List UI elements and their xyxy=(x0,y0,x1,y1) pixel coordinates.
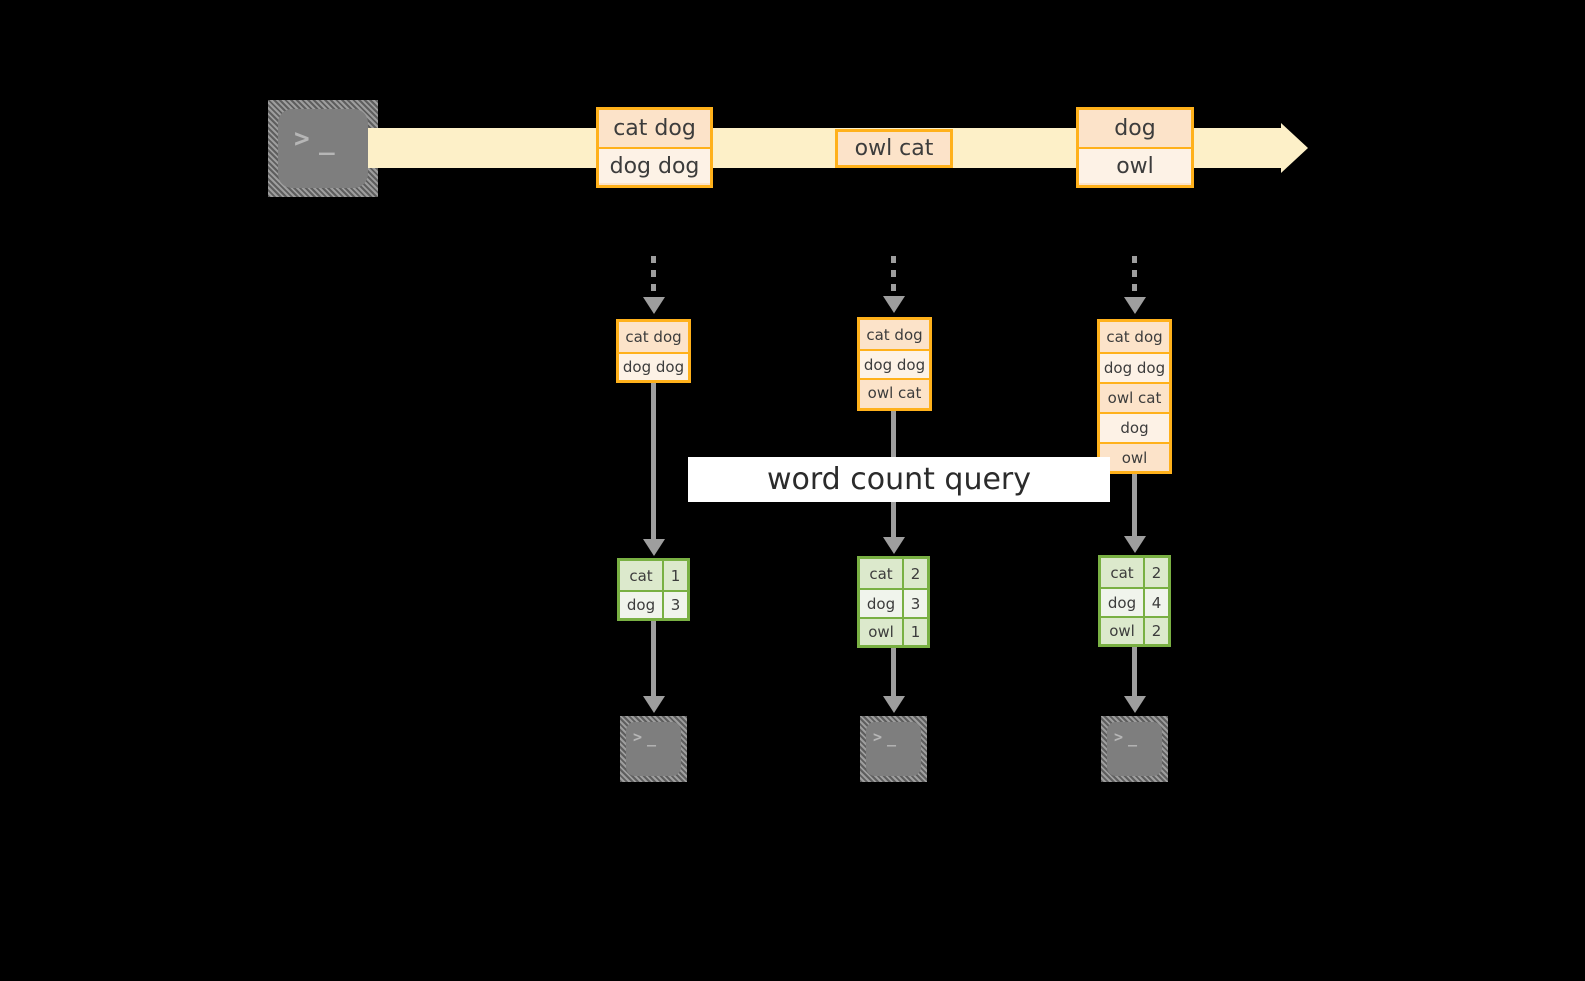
counts-table-3-row-3: owl 2 xyxy=(1101,616,1168,644)
stream-batch-1: cat dog dog dog xyxy=(596,107,713,188)
counts-table-1-count-2: 3 xyxy=(662,592,687,618)
counts-table-3-word-3: owl xyxy=(1101,618,1143,644)
consumer-terminal-icon-3: > _ xyxy=(1101,716,1168,782)
stream-batch-2: owl cat xyxy=(835,129,953,168)
terminal-cursor-glyph: _ xyxy=(647,729,657,747)
query-label: word count query xyxy=(766,462,1032,497)
counts-table-2: cat 2 dog 3 owl 1 xyxy=(857,556,930,648)
snapshot-3-record-line-1: cat dog xyxy=(1100,322,1169,352)
counts-table-2-word-2: dog xyxy=(860,590,902,617)
counts-table-1-row-2: dog 3 xyxy=(620,590,687,618)
terminal-cursor-glyph: _ xyxy=(1128,729,1138,747)
counts-table-1-word-1: cat xyxy=(620,561,662,590)
stream-batch-1-line-1: cat dog xyxy=(599,110,710,147)
producer-terminal-icon: > _ xyxy=(268,100,378,197)
snapshot-1-record-line-1: cat dog xyxy=(619,322,688,352)
counts-table-1: cat 1 dog 3 xyxy=(617,558,690,621)
snapshot-3-record-line-3: owl cat xyxy=(1100,382,1169,412)
counts-table-3-word-2: dog xyxy=(1101,589,1143,616)
terminal-screen xyxy=(278,109,368,188)
stream-batch-3-line-1: dog xyxy=(1079,110,1191,147)
stream-batch-1-line-2: dog dog xyxy=(599,147,710,183)
counts-table-2-word-3: owl xyxy=(860,619,902,645)
snapshot-2-records: cat dog dog dog owl cat xyxy=(857,317,932,411)
terminal-prompt-glyph: > xyxy=(633,728,643,746)
snapshot-2-record-line-2: dog dog xyxy=(860,349,929,378)
snapshot-1-record-line-2: dog dog xyxy=(619,352,688,380)
event-stream-arrowhead xyxy=(1281,123,1308,173)
terminal-cursor-glyph: _ xyxy=(887,729,897,747)
counts-table-2-word-1: cat xyxy=(860,559,902,588)
terminal-screen xyxy=(1107,722,1162,776)
stream-batch-3: dog owl xyxy=(1076,107,1194,188)
counts-table-2-row-1: cat 2 xyxy=(860,559,927,588)
consumer-terminal-icon-1: > _ xyxy=(620,716,687,782)
snapshot-2-record-line-3: owl cat xyxy=(860,378,929,406)
counts-table-3: cat 2 dog 4 owl 2 xyxy=(1098,555,1171,647)
consumer-terminal-icon-2: > _ xyxy=(860,716,927,782)
snapshot-3-record-line-5: owl xyxy=(1100,442,1169,471)
counts-table-3-word-1: cat xyxy=(1101,558,1143,587)
counts-table-1-word-2: dog xyxy=(620,592,662,618)
counts-table-3-count-2: 4 xyxy=(1143,589,1168,616)
snapshot-2-record-line-1: cat dog xyxy=(860,320,929,349)
counts-table-1-count-1: 1 xyxy=(662,561,687,590)
snapshot-3-record-line-2: dog dog xyxy=(1100,352,1169,382)
counts-table-3-row-1: cat 2 xyxy=(1101,558,1168,587)
terminal-prompt-glyph: > xyxy=(294,124,310,154)
counts-table-2-count-2: 3 xyxy=(902,590,927,617)
counts-table-2-row-3: owl 1 xyxy=(860,617,927,645)
counts-table-1-row-1: cat 1 xyxy=(620,561,687,590)
snapshot-1-records: cat dog dog dog xyxy=(616,319,691,383)
terminal-prompt-glyph: > xyxy=(873,728,883,746)
counts-table-3-row-2: dog 4 xyxy=(1101,587,1168,616)
terminal-prompt-glyph: > xyxy=(1114,728,1124,746)
counts-table-2-count-3: 1 xyxy=(902,619,927,645)
terminal-screen xyxy=(626,722,681,776)
counts-table-2-row-2: dog 3 xyxy=(860,588,927,617)
counts-table-3-count-3: 2 xyxy=(1143,618,1168,644)
terminal-screen xyxy=(866,722,921,776)
query-label-band xyxy=(688,457,1110,502)
stream-batch-2-line-1: owl cat xyxy=(838,132,950,165)
snapshot-3-record-line-4: dog xyxy=(1100,412,1169,442)
stream-batch-3-line-2: owl xyxy=(1079,147,1191,183)
terminal-cursor-glyph: _ xyxy=(319,126,335,156)
counts-table-2-count-1: 2 xyxy=(902,559,927,588)
snapshot-3-records: cat dog dog dog owl cat dog owl xyxy=(1097,319,1172,474)
counts-table-3-count-1: 2 xyxy=(1143,558,1168,587)
